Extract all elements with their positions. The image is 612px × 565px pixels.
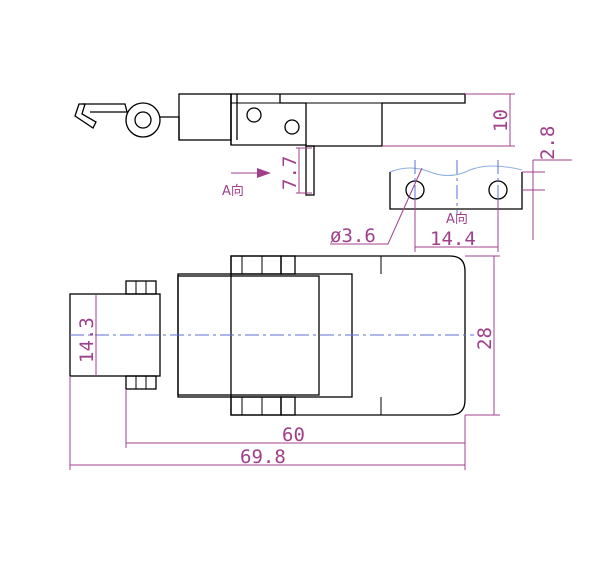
- dim-14-4-label: 14.4: [430, 228, 476, 250]
- hook-arm: [82, 103, 128, 113]
- catch-plate-side: [305, 145, 315, 196]
- a-direction-label-catch: A向: [446, 211, 468, 227]
- hinge-top: [230, 255, 282, 275]
- lever-body: [178, 93, 232, 141]
- dim-10-label: 10: [490, 109, 512, 132]
- break-line-top: [389, 165, 523, 176]
- dim-28-label: 28: [474, 327, 496, 350]
- dim-69-8-label: 69.8: [240, 446, 286, 468]
- plan-view: 14.3 28 60 69.8: [69, 255, 500, 470]
- catch-lug-top: [125, 280, 157, 295]
- rivet-top: [246, 107, 262, 123]
- hinge-bottom: [230, 396, 282, 416]
- hinge-lines: [241, 256, 263, 415]
- base-plate: [230, 93, 466, 147]
- catch-lug-lines: [135, 281, 147, 389]
- dim-14-3-label: 14.3: [76, 317, 98, 363]
- side-view: A向 7.7 10: [74, 93, 515, 199]
- hinge-cap-bottom: [280, 396, 296, 416]
- dim-diameter-leader: [330, 167, 423, 245]
- lever-link: [160, 116, 180, 140]
- dim-60-label: 60: [282, 424, 305, 446]
- dim-7-7-label: 7.7: [279, 156, 301, 190]
- rivet-bottom: [284, 119, 300, 135]
- roller-inner: [134, 111, 152, 129]
- dim-2-8-label: 2.8: [537, 126, 559, 160]
- dim-diameter-label: ø3.6: [330, 225, 376, 247]
- catch-view: A向 2.8 14.4 ø3.6: [330, 126, 572, 252]
- roller-outer: [125, 102, 161, 138]
- base-plate-plan: [230, 255, 466, 416]
- catch-lug-bottom: [125, 375, 157, 390]
- hinge-cap-top: [280, 255, 296, 275]
- catch-plate-outline: [389, 172, 523, 210]
- hook-tip: [74, 103, 97, 129]
- a-direction-label-side: A向: [222, 183, 244, 199]
- bracket-step: [279, 94, 307, 145]
- a-direction-arrowhead: [257, 168, 271, 178]
